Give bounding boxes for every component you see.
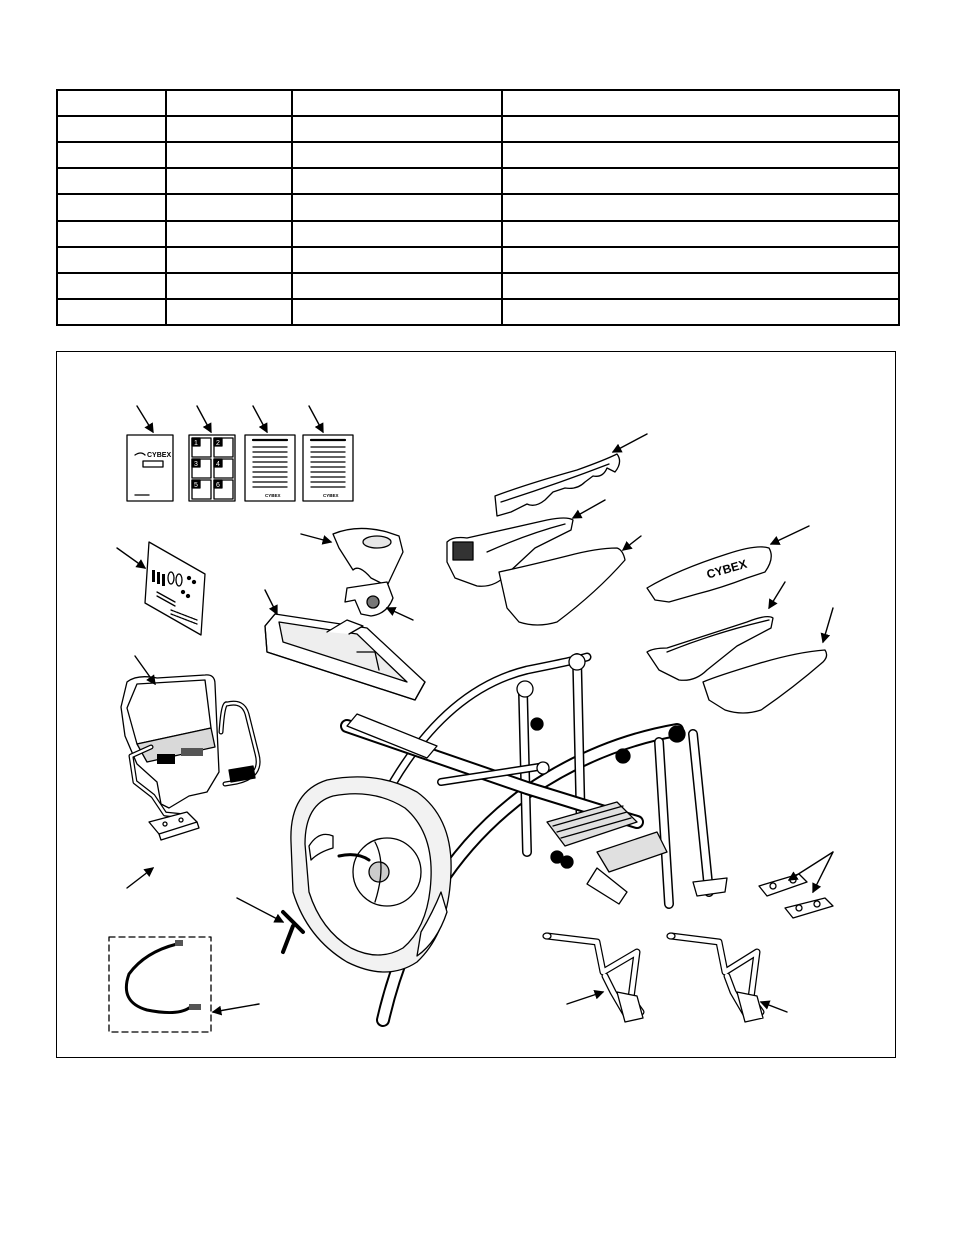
table-cell xyxy=(56,141,167,170)
step-number-5: 5 xyxy=(194,482,198,489)
table-cell xyxy=(165,115,293,144)
table-cell xyxy=(165,245,293,274)
table-row xyxy=(56,297,900,327)
parts-table xyxy=(56,88,900,327)
table-cell xyxy=(291,88,503,118)
table-cell xyxy=(501,219,900,248)
table-cell xyxy=(501,115,900,144)
step-number-1: 1 xyxy=(194,440,198,447)
table-cell xyxy=(501,141,900,170)
table-cell xyxy=(56,297,167,327)
step-number-3: 3 xyxy=(194,461,198,468)
left-handlebar-arm xyxy=(542,932,645,1023)
table-cell xyxy=(56,271,167,300)
assembly-steps-sheet: 1 2 3 4 5 6 xyxy=(188,434,236,502)
right-shroud-front xyxy=(646,616,774,681)
table-cell xyxy=(165,141,293,170)
console-bracket xyxy=(148,811,200,841)
table-cell xyxy=(56,193,167,222)
table-cell xyxy=(165,193,293,222)
table-row xyxy=(56,88,900,118)
table-cell xyxy=(291,193,503,222)
upper-arm-cover xyxy=(494,453,621,517)
owners-manual-booklet: CYBEX xyxy=(126,434,174,502)
left-shroud-rear xyxy=(498,547,626,626)
instruction-sheet-1: CYBEX xyxy=(244,434,296,502)
table-row xyxy=(56,271,900,300)
hardware-card xyxy=(144,541,206,636)
parts-table-body xyxy=(56,88,900,327)
table-row xyxy=(56,115,900,144)
left-shroud-front xyxy=(446,517,574,587)
table-cell xyxy=(56,115,167,144)
table-row xyxy=(56,193,900,222)
table-cell xyxy=(291,167,503,196)
table-cell xyxy=(165,88,293,118)
right-arm-cover-branded: CYBEX xyxy=(646,546,772,603)
table-cell xyxy=(291,141,503,170)
accessory-tray-cover xyxy=(332,527,404,587)
step-number-2: 2 xyxy=(216,440,220,447)
table-cell xyxy=(291,115,503,144)
table-row xyxy=(56,141,900,170)
sheet1-brand-text: CYBEX xyxy=(265,493,281,498)
table-cell xyxy=(165,167,293,196)
table-cell xyxy=(56,219,167,248)
instruction-sheet-2: CYBEX xyxy=(302,434,354,502)
step-number-4: 4 xyxy=(216,461,220,468)
console-assembly xyxy=(120,674,261,819)
table-row xyxy=(56,167,900,196)
pedal-plates xyxy=(758,873,834,919)
accessory-bracket xyxy=(344,581,394,617)
table-cell xyxy=(165,271,293,300)
manual-brand-text: CYBEX xyxy=(147,452,171,459)
table-cell xyxy=(291,271,503,300)
table-cell xyxy=(501,88,900,118)
step-number-6: 6 xyxy=(216,482,220,489)
table-row xyxy=(56,245,900,274)
power-cable-optional xyxy=(108,936,212,1033)
table-cell xyxy=(56,245,167,274)
table-cell xyxy=(165,297,293,327)
table-cell xyxy=(291,297,503,327)
table-cell xyxy=(501,297,900,327)
table-cell xyxy=(56,88,167,118)
sheet2-brand-text: CYBEX xyxy=(323,493,339,498)
front-shroud-tray xyxy=(264,613,426,701)
right-handlebar-arm xyxy=(666,932,765,1023)
flywheel-housing xyxy=(281,776,452,973)
parts-diagram-frame: CYBEX 1 2 3 4 5 6 CYBEX CYBEX xyxy=(56,351,896,1058)
callout-arrows xyxy=(116,405,834,1016)
table-cell xyxy=(501,245,900,274)
exploded-parts-diagram: CYBEX 1 2 3 4 5 6 CYBEX CYBEX xyxy=(108,405,834,1033)
table-cell xyxy=(291,245,503,274)
table-cell xyxy=(56,167,167,196)
table-cell xyxy=(165,219,293,248)
table-cell xyxy=(501,193,900,222)
table-row xyxy=(56,219,900,248)
table-cell xyxy=(501,167,900,196)
table-cell xyxy=(501,271,900,300)
right-shroud-rear xyxy=(702,649,828,714)
table-cell xyxy=(291,219,503,248)
